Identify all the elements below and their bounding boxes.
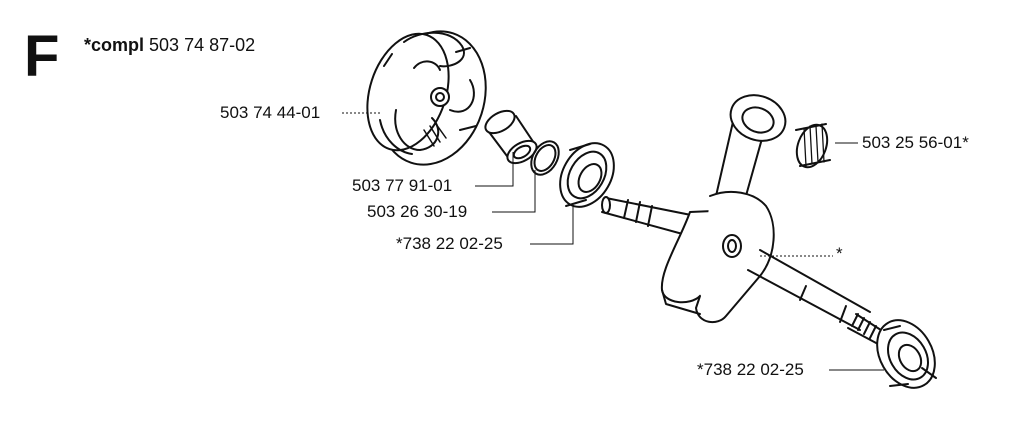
leader-sleeve bbox=[475, 152, 514, 187]
label-sleeve: 503 77 91-01 bbox=[352, 176, 453, 195]
leader-ring bbox=[492, 170, 536, 213]
label-bearing-right: *738 22 02-25 bbox=[697, 360, 804, 379]
label-bearing-left: *738 22 02-25 bbox=[396, 234, 503, 253]
title-number: 503 74 87-02 bbox=[149, 35, 256, 55]
leader-lines bbox=[342, 112, 884, 371]
title-prefix: *compl bbox=[84, 35, 145, 55]
label-needle-bearing: 503 25 56-01* bbox=[862, 133, 969, 152]
label-crankshaft: * bbox=[836, 244, 843, 263]
leader-bearing-left bbox=[530, 206, 574, 245]
assembly-title: *compl 503 74 87-02 bbox=[84, 35, 255, 56]
sleeve-drawing bbox=[484, 109, 538, 165]
label-clutch: 503 74 44-01 bbox=[220, 103, 321, 122]
left-bearing-drawing bbox=[559, 142, 615, 208]
right-bearing-drawing bbox=[876, 319, 937, 389]
crankshaft-drawing bbox=[601, 94, 885, 345]
clutch-drawing bbox=[366, 30, 487, 166]
ring-drawing bbox=[530, 140, 560, 176]
section-letter: F bbox=[24, 24, 60, 89]
needle-bearing-drawing bbox=[795, 123, 831, 169]
label-ring: 503 26 30-19 bbox=[367, 202, 468, 221]
